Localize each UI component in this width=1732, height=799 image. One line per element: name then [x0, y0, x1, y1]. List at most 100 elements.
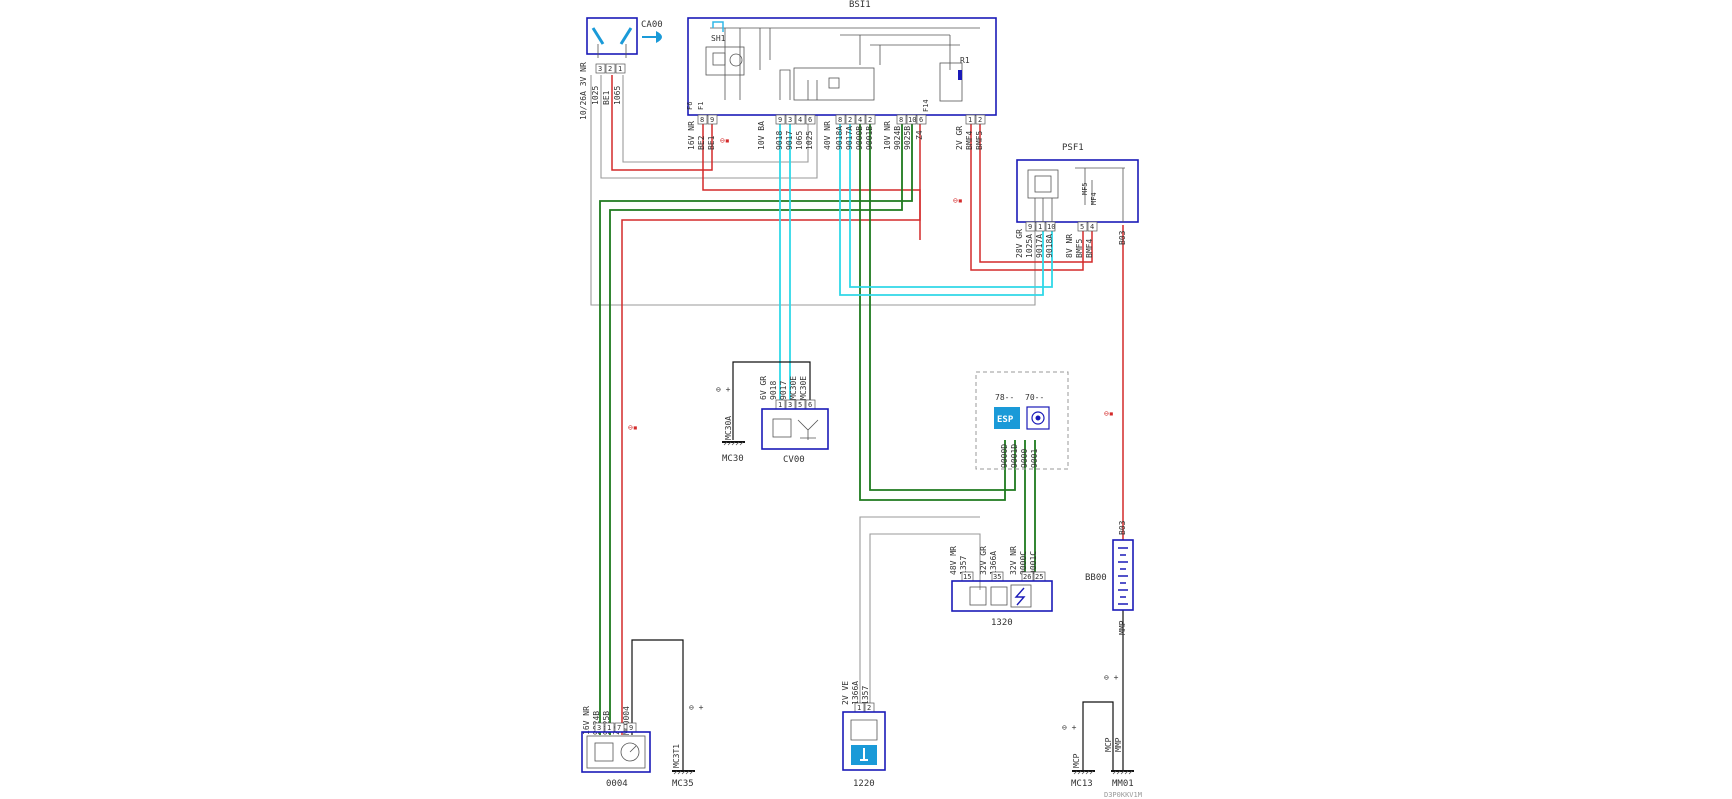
fuse-marker-1: ⊖▪: [720, 136, 730, 145]
wire-9000b: [859, 115, 1006, 501]
ground-icon: [1072, 770, 1095, 775]
bsi1-title: BSI1: [849, 0, 871, 10]
bsi-wire-bmf4: BMF4: [965, 131, 974, 150]
esp-icon: ESP: [994, 407, 1020, 429]
thermometer-icon: [851, 745, 877, 765]
mc35-polarity: ⊖ +: [689, 703, 704, 712]
cv00-switch-icon: [797, 419, 819, 440]
svg-text:9: 9: [710, 116, 714, 124]
wire-ca00-1025: [600, 75, 818, 179]
mc30-title: MC30: [722, 454, 744, 464]
wire-0004-ground: [631, 639, 684, 770]
c1220-connector: 2V VE: [841, 681, 850, 705]
mm01-wire-mcp: MCP: [1104, 737, 1113, 752]
bsi-wire-be1: BE1: [707, 135, 716, 150]
cv00-wire-9017: 9017: [779, 381, 788, 400]
battery-icon: [1112, 539, 1134, 611]
c1320-wire-9001c: 9001C: [1029, 551, 1038, 575]
svg-text:2: 2: [868, 116, 872, 124]
esp-code-b: 70--: [1025, 393, 1044, 402]
cv00-title: CV00: [783, 455, 805, 465]
svg-text:ESP: ESP: [997, 415, 1014, 425]
svg-text:3: 3: [788, 401, 792, 409]
svg-text:8: 8: [838, 116, 842, 124]
c1320-title: 1320: [991, 618, 1013, 628]
esp-wire-9001: 9001: [1030, 449, 1039, 468]
c1320-chip-icon: [990, 586, 1008, 606]
bsi-core-chip-icon: [828, 77, 840, 89]
fuse-marker-3: ⊖▪: [628, 423, 638, 432]
bb00-wire-bottom: MMP: [1118, 620, 1127, 635]
bsi-wire-9018: 9018: [775, 131, 784, 150]
psf-wire-bmf4: BMF4: [1085, 239, 1094, 258]
bsi-wire-1065: 1065: [795, 131, 804, 150]
svg-text:4: 4: [858, 116, 862, 124]
bsi-wire-9018a: 9018A: [835, 126, 844, 150]
c1320-wire-1357: 1357: [959, 556, 968, 575]
cv00-wire-mc30e-a: MC30E: [789, 376, 798, 400]
fuse-marker-2: ⊖▪: [953, 196, 963, 205]
bsi-wire-9000b: 9000B: [855, 126, 864, 150]
c1320-connector-3: 32V NR: [1009, 546, 1018, 575]
svg-text:3: 3: [788, 116, 792, 124]
c0004-title: 0004: [606, 779, 628, 789]
ground-icon: [672, 770, 695, 775]
wire-ca00-1065: [622, 75, 809, 163]
cv00-connector: 6V GR: [759, 376, 768, 400]
wire-9024b: [599, 115, 913, 735]
fuse-markers: ⊖▪ ⊖▪ ⊖▪ ⊖▪: [628, 136, 1114, 432]
svg-text:4: 4: [1090, 223, 1094, 231]
wire-9025b: [609, 115, 903, 735]
wire-9001b: [869, 115, 1016, 491]
r1-label: R1: [960, 56, 970, 65]
mm01-title: MM01: [1112, 779, 1134, 789]
svg-text:10: 10: [908, 116, 916, 124]
wire-bmf4: [970, 115, 1084, 271]
bsi-wire-be2: BE2: [697, 135, 706, 150]
gauge-icon: [620, 742, 640, 762]
psf-wire-9018a: 9018A: [1045, 234, 1054, 258]
ignition-icon: [1010, 584, 1032, 608]
fuse-f14: F14: [922, 99, 930, 112]
svg-text:5: 5: [798, 401, 802, 409]
psf-chip-icon: [1034, 175, 1052, 193]
mc35-wire: MC3T1: [672, 744, 681, 768]
mc35-ground: ⊖ + MC3T1 MC35: [672, 703, 704, 789]
cv00-wire-9018: 9018: [769, 381, 778, 400]
c0004-chip-icon: [594, 742, 614, 762]
wire-1220-gray: [859, 516, 980, 705]
c1220-wire-1366a: 1366A: [851, 681, 860, 705]
bsi-connector-4: 10V NR: [883, 121, 892, 150]
wire-cv00-ground: [732, 361, 811, 440]
wire-mc13: [1082, 701, 1114, 770]
svg-text:4: 4: [798, 116, 802, 124]
wire-ca00-be1: [611, 75, 713, 171]
bb00-battery: B03 BB00 MMP: [1085, 520, 1134, 635]
bb00-title: BB00: [1085, 573, 1107, 583]
bsi-wire-9017: 9017: [785, 131, 794, 150]
bb00-wire-top: B03: [1118, 520, 1127, 535]
svg-text:1: 1: [968, 116, 972, 124]
mm01-polarity: ⊖ +: [1104, 673, 1119, 682]
psf1-module: PSF1 MF5 MF4 9 1 10 5 4 28V GR 1025A 901…: [1015, 143, 1139, 258]
wire-1220-gray-2: [869, 533, 981, 705]
wire-9018a: [849, 115, 1053, 288]
esp-module: 78-- 70-- ESP 9000D 9001D 9000 9001: [975, 371, 1069, 470]
svg-text:1: 1: [778, 401, 782, 409]
cv00-chip-icon: [772, 418, 792, 438]
bsi-wire-bmf5: BMF5: [975, 131, 984, 150]
bsi-wire-9017a: 9017A: [845, 126, 854, 150]
psf-wire-1025a: 1025A: [1025, 234, 1034, 258]
bsi-connector-1: 16V NR: [687, 121, 696, 150]
c1320-connector-2: 32V GR: [979, 546, 988, 575]
svg-text:3: 3: [597, 724, 601, 732]
bsi1-pins: 8 9 9 3 4 6 8 2 4 2 8 10 6 1 2: [697, 114, 986, 125]
svg-text:15: 15: [963, 573, 971, 581]
bsi-connector-5: 2V GR: [955, 126, 964, 150]
svg-text:1: 1: [857, 704, 861, 712]
bsi-wire-1025: 1025: [805, 131, 814, 150]
wire-z4: [621, 115, 921, 735]
svg-text:6: 6: [808, 401, 812, 409]
sh1-label: SH1: [711, 34, 726, 43]
